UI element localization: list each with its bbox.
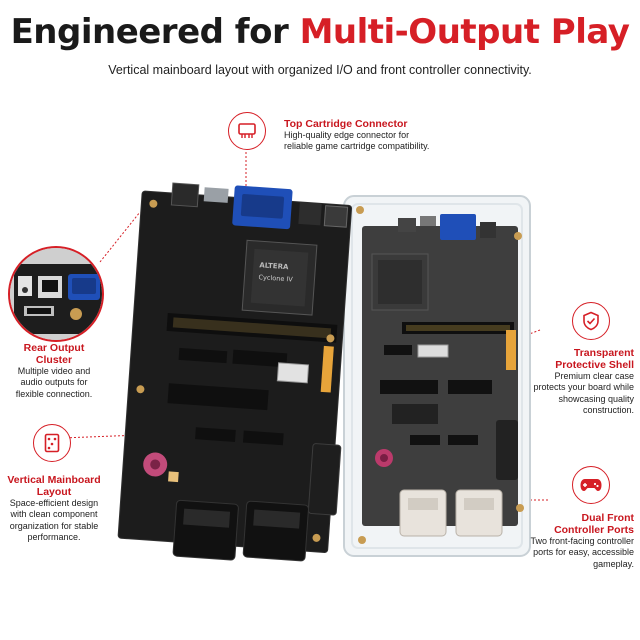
feature-heading: Transparent Protective Shell [555, 347, 634, 372]
feature-protective-shell: Transparent Protective Shell Premium cle… [530, 347, 634, 416]
title-accent: Multi-Output Play [299, 12, 630, 52]
feature-body: Space-efficient design with clean compon… [9, 498, 99, 542]
feature-heading: Top Cartridge Connector [284, 118, 408, 130]
feature-body: Premium clear case protects your board w… [533, 371, 634, 415]
feature-heading: Vertical Mainboard Layout [7, 474, 101, 499]
bare-pcb: ALTERA Cyclone IV [117, 182, 353, 562]
feature-top-cartridge: Top Cartridge Connector High-quality edg… [284, 118, 434, 153]
title-prefix: Engineered for [10, 12, 300, 52]
feature-rear-output: Rear Output Cluster Multiple video and a… [6, 342, 102, 400]
feature-body: Multiple video and audio outputs for fle… [15, 366, 93, 399]
feature-heading: Rear Output Cluster [23, 342, 85, 367]
feature-body: Two front-facing controller ports for ea… [530, 536, 634, 569]
feature-vertical-mainboard: Vertical Mainboard Layout Space-efficien… [6, 474, 102, 543]
page-title: Engineered for Multi-Output Play [0, 12, 640, 52]
clear-case [343, 195, 531, 557]
feature-body: High-quality edge connector for reliable… [284, 130, 430, 152]
shield-check-icon [572, 302, 610, 340]
feature-heading: Dual Front Controller Ports [554, 512, 634, 537]
chip-brand-text: ALTERA [259, 261, 289, 271]
feature-dual-controllers: Dual Front Controller Ports Two front-fa… [530, 512, 634, 570]
callout-line-rear [99, 211, 141, 263]
chip-model-text: Cyclone IV [258, 273, 293, 283]
board-layout-icon [33, 424, 71, 462]
port-closeup-drawing [10, 248, 102, 340]
cartridge-icon [228, 112, 266, 150]
port-closeup-photo [8, 246, 104, 342]
gamepad-icon [572, 466, 610, 504]
page-subtitle: Vertical mainboard layout with organized… [108, 63, 532, 77]
